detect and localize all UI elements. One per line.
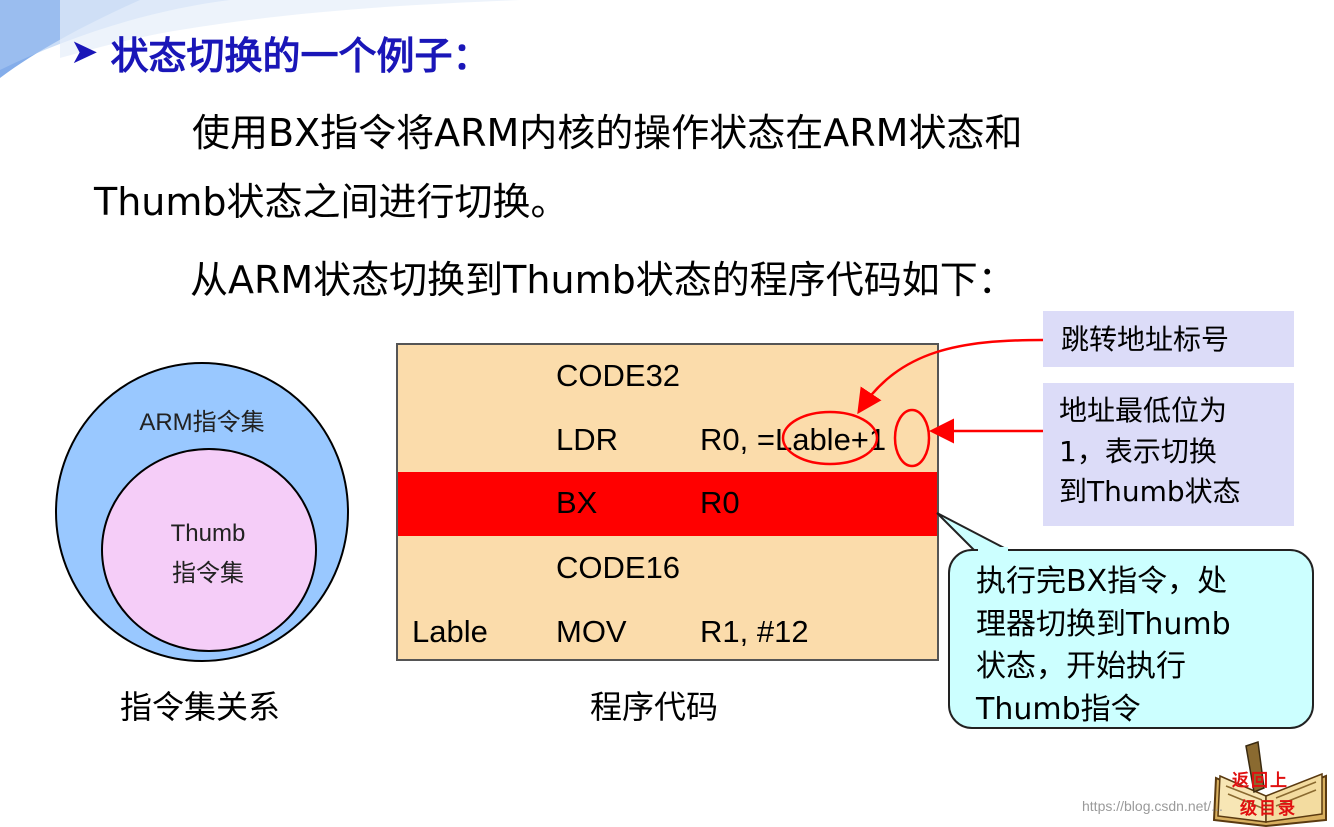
- paragraph-line-2: Thumb状态之间进行切换。: [94, 180, 569, 224]
- thumb-set-label-line2: 指令集: [172, 560, 244, 587]
- slide-title-text: 状态切换的一个例子：: [110, 33, 491, 78]
- bubble-line4: Thumb指令: [976, 691, 1141, 727]
- code-arg: R0: [700, 485, 740, 520]
- lsb-callout-line1: 地址最低位为: [1059, 394, 1228, 427]
- lsb-callout: 地址最低位为 1，表示切换 到Thumb状态: [1043, 383, 1294, 526]
- nav-back-line2[interactable]: 级目录: [1240, 799, 1297, 819]
- lsb-callout-line3: 到Thumb状态: [1059, 475, 1241, 509]
- code-row-highlighted: BX R0: [398, 472, 937, 536]
- code-row: CODE16: [398, 537, 937, 601]
- code-label: Lable: [412, 614, 488, 649]
- code-op: LDR: [556, 422, 619, 457]
- code-op: MOV: [556, 614, 627, 649]
- bx-explanation-bubble: 执行完BX指令，处 理器切换到Thumb 状态，开始执行 Thumb指令: [948, 549, 1314, 729]
- nav-back-line1[interactable]: 返回上: [1232, 771, 1289, 791]
- bullet-arrow-icon: ➤: [70, 32, 99, 72]
- bubble-line3: 状态，开始执行: [976, 649, 1186, 685]
- slide-title: ➤ 状态切换的一个例子：: [70, 26, 491, 78]
- code-caption: 程序代码: [590, 688, 719, 726]
- watermark: https://blog.csdn.net/...: [1082, 798, 1223, 814]
- code-row: Lable MOV R1, #12: [398, 601, 937, 665]
- code-arg: R0, =Lable+1: [700, 422, 887, 457]
- venn-caption: 指令集关系: [120, 688, 281, 726]
- code-arg: R1, #12: [700, 614, 809, 649]
- code-listing: CODE32 LDR R0, =Lable+1 BX R0 CODE16 Lab…: [396, 343, 939, 661]
- arm-set-label: ARM指令集: [139, 409, 265, 436]
- instruction-set-venn: [55, 362, 349, 662]
- bubble-line2: 理器切换到Thumb: [976, 606, 1231, 642]
- book-icon[interactable]: [1206, 738, 1334, 827]
- code-op: CODE16: [556, 550, 681, 585]
- paragraph-line-3: 从ARM状态切换到Thumb状态的程序代码如下：: [190, 258, 1016, 302]
- jump-label-callout-text: 跳转地址标号: [1061, 323, 1230, 356]
- code-op: CODE32: [556, 358, 681, 393]
- thumb-set-circle: [101, 448, 317, 652]
- jump-label-callout: 跳转地址标号: [1043, 311, 1294, 367]
- paragraph-line-1: 使用BX指令将ARM内核的操作状态在ARM状态和: [192, 111, 1023, 155]
- corner-swoosh-decoration: [0, 0, 520, 78]
- code-row: CODE32: [398, 345, 937, 409]
- code-row: LDR R0, =Lable+1: [398, 409, 937, 473]
- lsb-callout-line2: 1，表示切换: [1059, 434, 1217, 468]
- bubble-line1: 执行完BX指令，处: [976, 564, 1228, 599]
- code-op: BX: [556, 485, 598, 520]
- thumb-set-label-line1: Thumb: [170, 520, 246, 547]
